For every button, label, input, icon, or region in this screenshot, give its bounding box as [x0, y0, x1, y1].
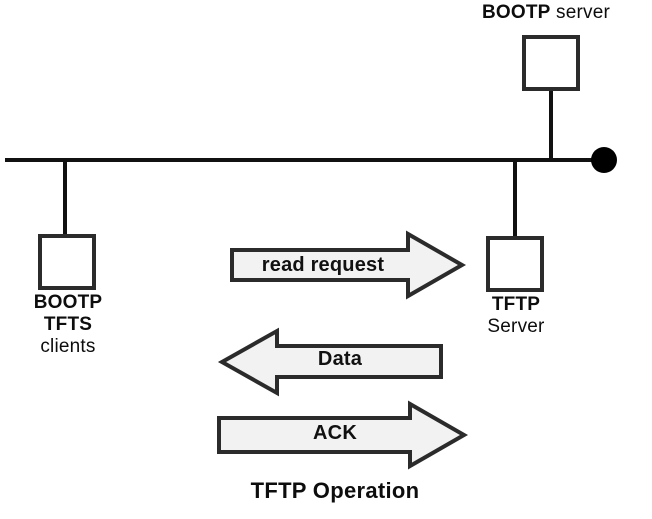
bootp-server-label-light-text: server — [556, 2, 611, 23]
bootp-tfts-clients-node-box — [38, 234, 96, 290]
tftp-server-label: TFTP Server — [455, 294, 577, 338]
clients-label-line-1: BOOTP — [33, 292, 103, 313]
read-request-arrow-shape — [230, 230, 467, 300]
bootp-server-label: BOOTP server — [441, 2, 651, 24]
diagram-title: TFTP Operation — [250, 478, 420, 503]
tftp-server-label-line-1: TFTP — [491, 294, 541, 315]
data-arrow-label: Data — [317, 348, 363, 370]
bootp-tfts-clients-label: BOOTP TFTS clients — [7, 292, 129, 358]
ack-arrow-label: ACK — [313, 422, 357, 444]
tftp-server-label-line-2: Server — [487, 315, 545, 337]
tftp-server-node-box — [486, 236, 544, 292]
bootp-server-label-strong: BOOTP — [481, 2, 551, 23]
ack-arrow-shape — [217, 400, 469, 470]
read-request-arrow-label: read request — [261, 254, 385, 276]
data-arrow-shape — [217, 327, 443, 397]
bus-terminator-icon — [591, 147, 617, 173]
clients-label-line-3: clients — [40, 335, 96, 357]
bootp-server-node-box — [522, 35, 580, 91]
clients-label-line-2: TFTS — [43, 313, 93, 335]
